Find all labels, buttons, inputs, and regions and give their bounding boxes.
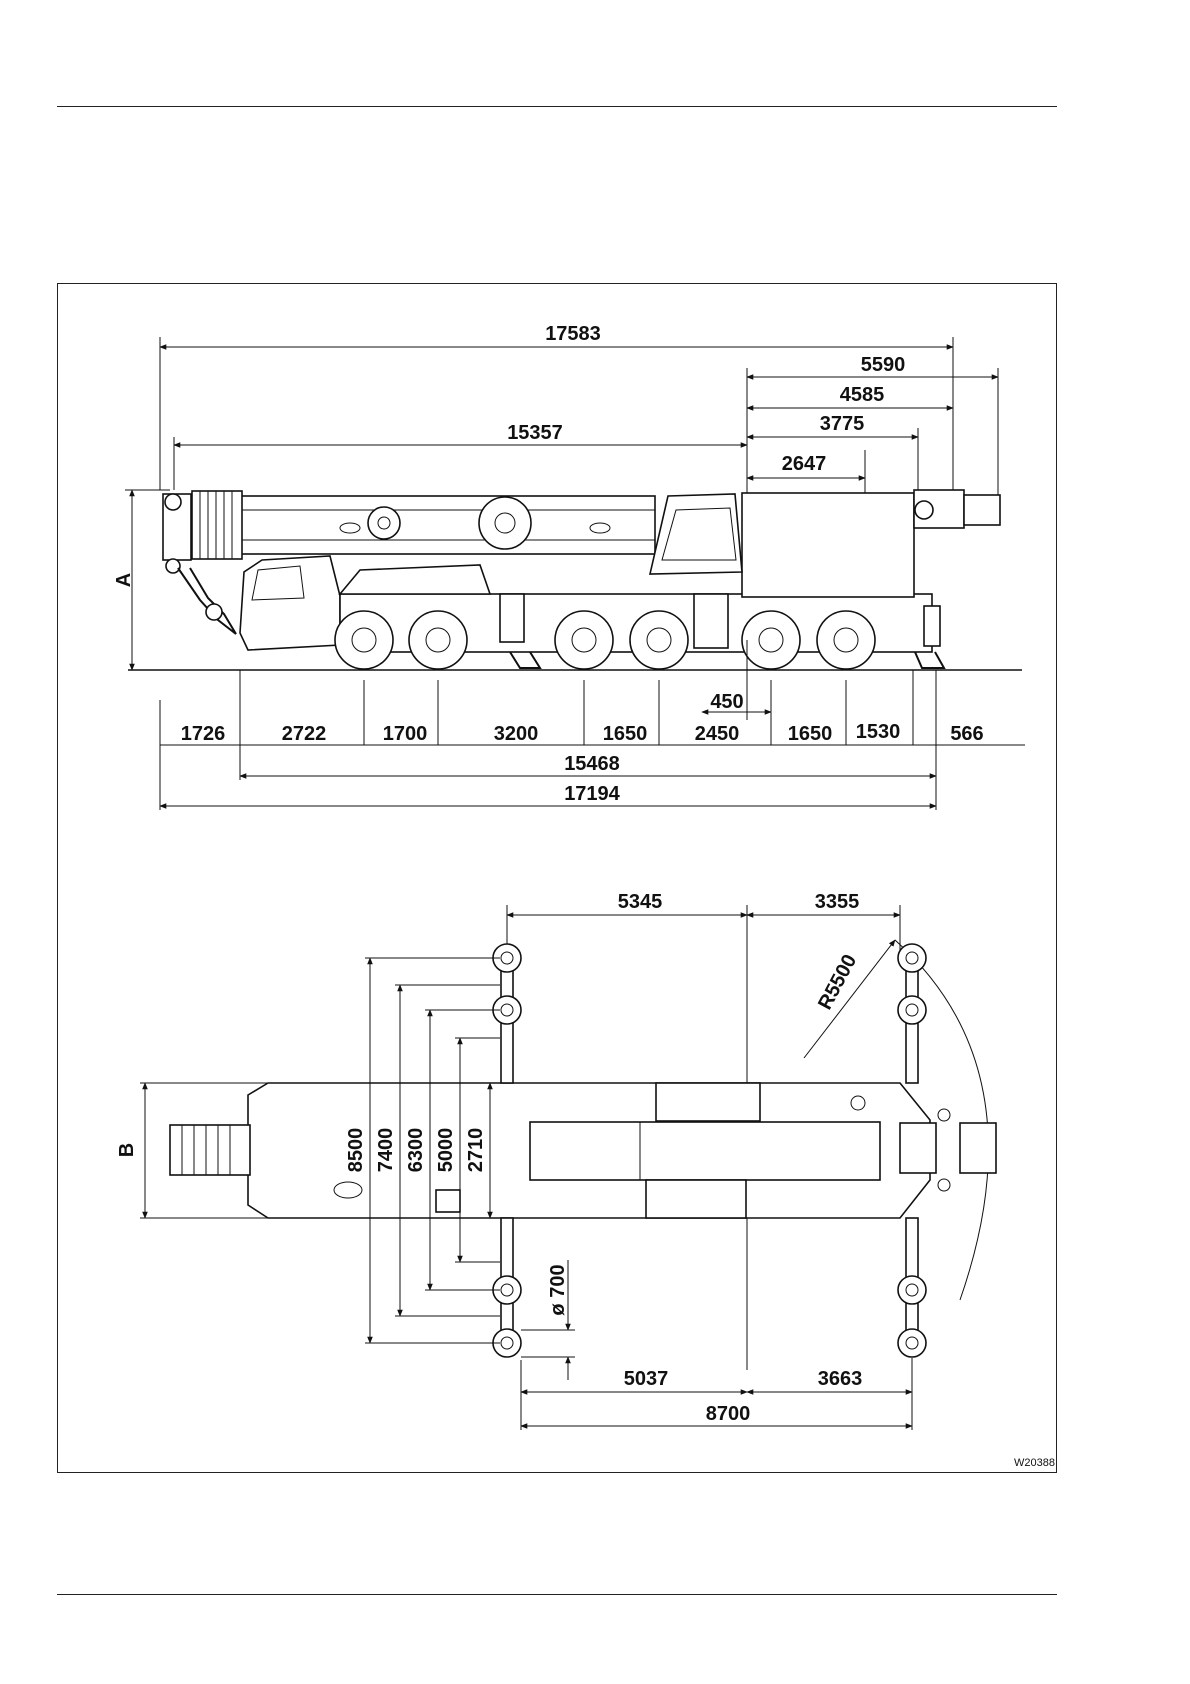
dim-8500: 8500 — [345, 1128, 367, 1173]
dim-4585: 4585 — [840, 384, 885, 406]
crane-top-illustration — [170, 1083, 996, 1218]
crane-side-illustration — [163, 490, 1000, 669]
top-view: 5345 3355 R5500 B — [116, 891, 996, 1430]
dim-15468: 15468 — [564, 753, 620, 775]
dim-pad-diameter: ø 700 — [547, 1264, 569, 1315]
dim-450: 450 — [710, 691, 743, 713]
dim-2647: 2647 — [782, 453, 827, 475]
dim-6300: 6300 — [405, 1128, 427, 1173]
dim-axle-8: 566 — [950, 723, 983, 745]
dim-axle-2: 1700 — [383, 723, 428, 745]
dim-5037: 5037 — [624, 1368, 669, 1390]
dim-axle-5: 2450 — [695, 723, 740, 745]
dim-axle-7: 1530 — [856, 721, 901, 743]
side-view: 17583 5590 4585 3775 15357 2647 A — [113, 323, 1025, 810]
dim-15357: 15357 — [507, 422, 563, 444]
dim-3355: 3355 — [815, 891, 860, 913]
dim-17194: 17194 — [564, 783, 620, 805]
width-label-b: B — [116, 1143, 138, 1157]
dim-axle-1: 2722 — [282, 723, 327, 745]
dim-5590: 5590 — [861, 354, 906, 376]
dim-axle-6: 1650 — [788, 723, 833, 745]
dim-2710: 2710 — [465, 1128, 487, 1173]
dim-axle-3: 3200 — [494, 723, 539, 745]
dim-axle-0: 1726 — [181, 723, 226, 745]
dim-r5500: R5500 — [814, 951, 861, 1013]
dim-axle-4: 1650 — [603, 723, 648, 745]
height-label-a: A — [113, 573, 135, 587]
dim-8700: 8700 — [706, 1403, 751, 1425]
dim-7400: 7400 — [375, 1128, 397, 1173]
dim-5345: 5345 — [618, 891, 663, 913]
drawing-reference: W20388 — [1014, 1457, 1055, 1469]
dim-3775: 3775 — [820, 413, 865, 435]
dim-3663: 3663 — [818, 1368, 863, 1390]
dim-17583: 17583 — [545, 323, 601, 345]
dim-5000: 5000 — [435, 1128, 457, 1173]
